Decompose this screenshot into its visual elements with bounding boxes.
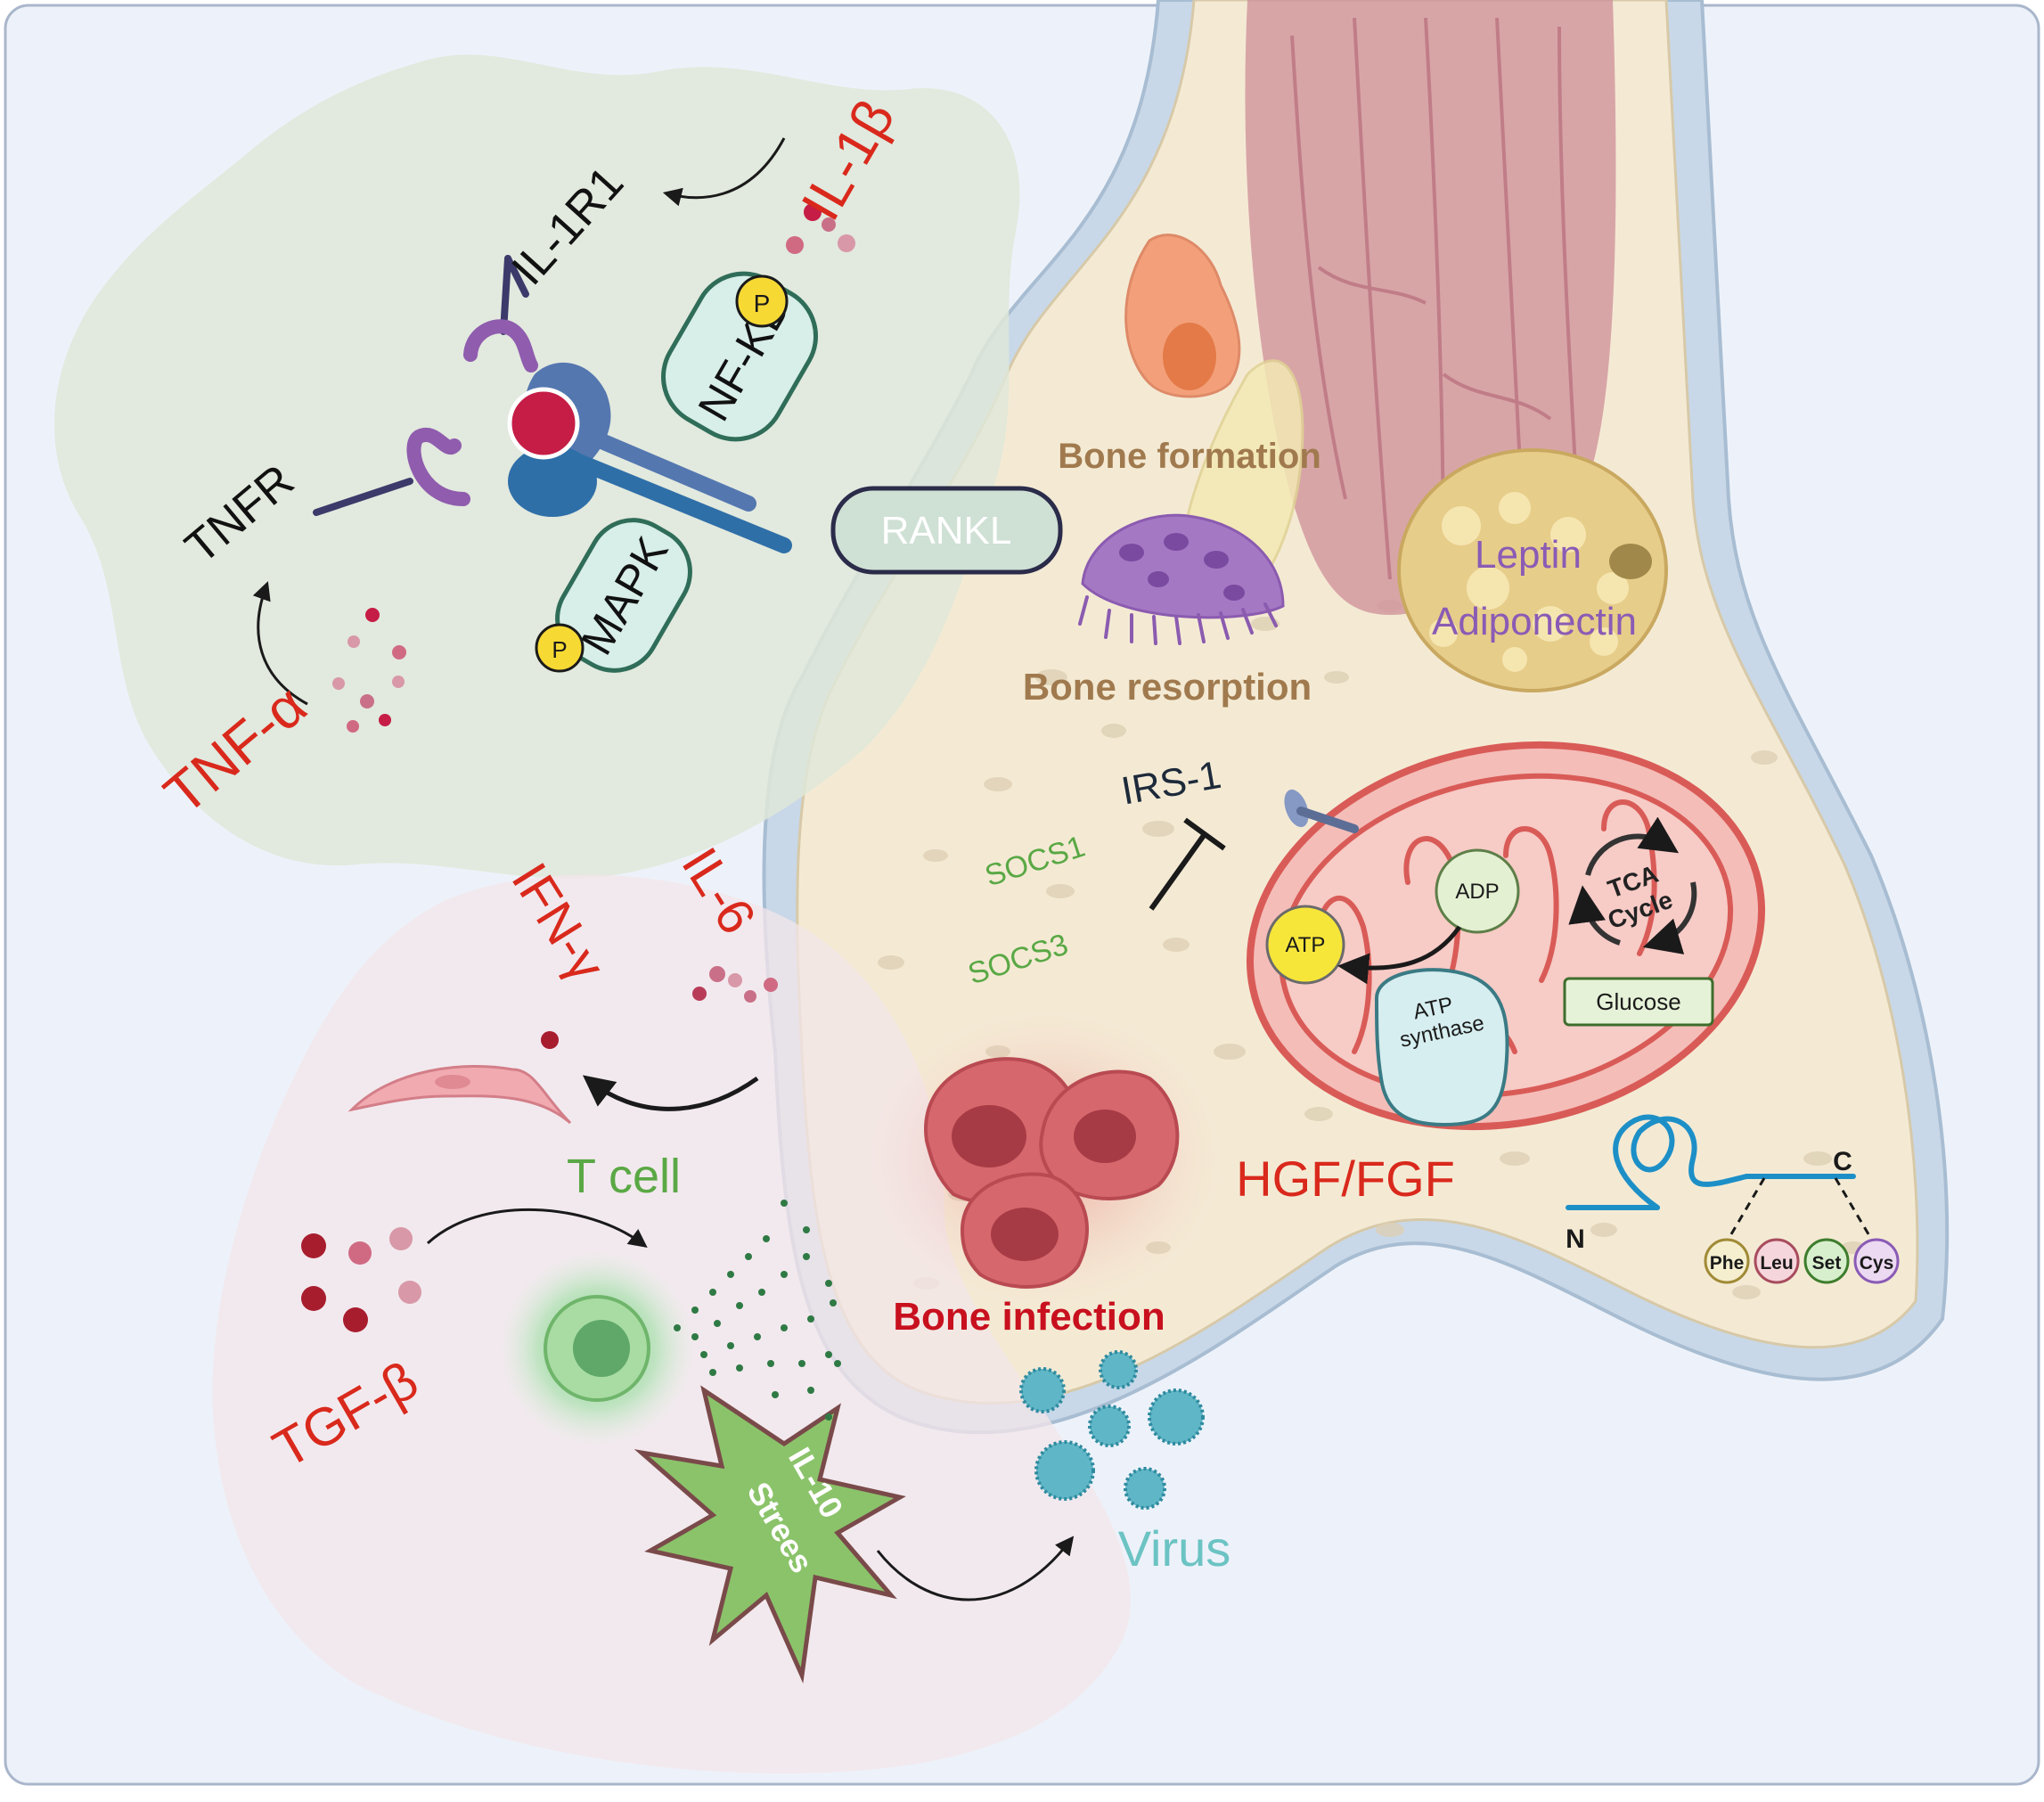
leptin-label: Leptin: [1475, 533, 1582, 577]
il10-stress-burst: [634, 1385, 906, 1684]
receptor-pin-head: [1284, 789, 1309, 828]
bone-formation-label: Bone formation: [1058, 437, 1321, 476]
rankl-label: RANKL: [881, 509, 1012, 553]
fibroblast-nucleus: [435, 1075, 470, 1089]
tgfb-arrow: [426, 1208, 648, 1249]
aa-leu-label: Leu: [1760, 1253, 1793, 1274]
tca-cycle-icon: [1568, 816, 1697, 954]
infected-cell-nuclei: [952, 1105, 1136, 1261]
aa-cys-label: Cys: [1860, 1253, 1894, 1274]
adiponectin-label: Adiponectin: [1432, 600, 1637, 643]
osteoclast-villi: [1078, 595, 1278, 645]
atp-label: ATP: [1286, 933, 1326, 957]
t-cell-nucleus: [573, 1320, 630, 1377]
nfkb-phospho-icon: [735, 274, 789, 328]
receptor-pin-stalk: [1296, 807, 1359, 833]
nfkb-phospho-label: P: [754, 290, 771, 317]
amino-acid-links: [1727, 1177, 1873, 1240]
il6-arrow: [582, 1075, 759, 1111]
irs1-inhibition-line: [1149, 832, 1207, 911]
adp-label: ADP: [1455, 880, 1499, 904]
glucose-box: [1563, 977, 1714, 1027]
irs1-inhibition-bar: [1183, 817, 1226, 851]
bone-resorption-label: Bone resorption: [1023, 666, 1312, 708]
c-terminus-label: C: [1833, 1147, 1852, 1176]
mapk-phospho-icon: [535, 623, 585, 673]
mapk-phospho-label: P: [552, 636, 567, 663]
adipocyte-nucleus: [1609, 544, 1652, 579]
il6-molecules: [692, 966, 778, 1003]
t-cell-label: T cell: [567, 1150, 681, 1203]
amino-acid-row: [1704, 1238, 1900, 1284]
osteoclast-nuclei: [1119, 533, 1245, 601]
fibroblast-cell: [347, 1065, 572, 1125]
atp-synthase-shape: [1374, 968, 1509, 1127]
adp-to-atp-arrow: [1337, 925, 1462, 985]
il1b-arrow: [662, 137, 786, 207]
protein-chain-icon: [1566, 1114, 1856, 1210]
stress-to-virus-arrow: [876, 1536, 1075, 1601]
adipocyte-droplets: [1429, 492, 1629, 672]
virus-particles: [1019, 1350, 1205, 1510]
rankl-box: [830, 486, 1063, 575]
osteoblast-nucleus: [1163, 323, 1216, 390]
bone-infection-label: Bone infection: [893, 1295, 1165, 1339]
ifng-molecule: [541, 1031, 559, 1049]
glucose-label: Glucose: [1596, 988, 1680, 1015]
tnfa-molecules: [332, 608, 406, 733]
il1b-molecules: [786, 203, 855, 254]
n-terminus-label: N: [1566, 1225, 1585, 1254]
aa-set-label: Set: [1812, 1253, 1842, 1274]
aa-phe-label: Phe: [1710, 1253, 1745, 1274]
tgfb-molecules: [301, 1227, 421, 1332]
hgf-fgf-label: HGF/FGF: [1236, 1151, 1455, 1207]
tnfa-arrow: [252, 581, 308, 706]
t-cell-secretions: [674, 1200, 841, 1421]
virus-label: Virus: [1118, 1520, 1231, 1577]
receptor-complex: [313, 255, 792, 553]
adp-circle: [1435, 848, 1520, 934]
atp-circle: [1265, 905, 1345, 985]
